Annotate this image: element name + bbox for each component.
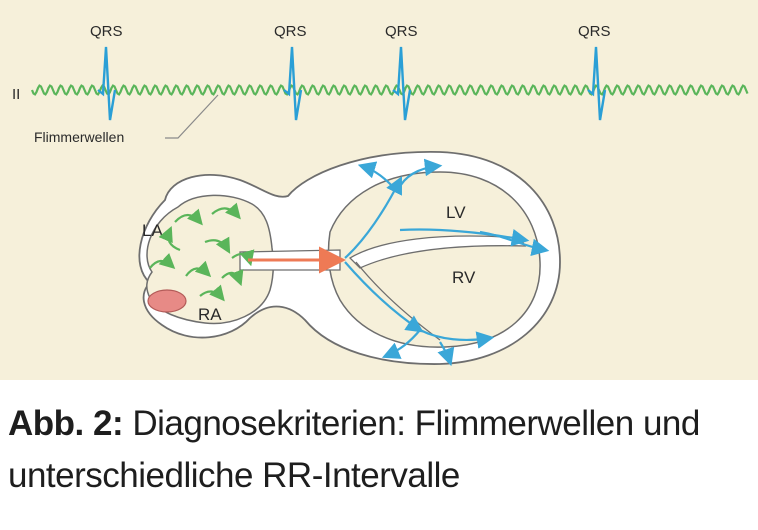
caption-text: Diagnosekriterien: Flimmerwellen und unt…: [8, 404, 700, 495]
ventricle-chamber: [327, 171, 541, 348]
label-left-ventricle: LV: [446, 203, 466, 222]
label-right-ventricle: RV: [452, 268, 476, 287]
qrs-complex-3: [392, 46, 412, 121]
qrs-complexes: [97, 46, 607, 121]
septum-lower: [355, 261, 441, 341]
conduction-system: [344, 158, 550, 367]
fibrillation-pointer-line: [165, 94, 219, 139]
ecg-strip: II QRS QRS QRS QRS Flimmerwellen: [12, 23, 749, 145]
qrs-complex-4: [587, 46, 607, 121]
label-left-atrium: LA: [142, 221, 163, 240]
qrs-complex-1: [97, 46, 117, 121]
qrs-complex-2: [283, 46, 303, 121]
label-right-atrium: RA: [198, 305, 222, 324]
caption-label: Abb. 2:: [8, 404, 124, 443]
qrs-label-2: QRS: [274, 23, 307, 40]
fibrillation-label: Flimmerwellen: [34, 129, 124, 145]
ecg-lead-label: II: [12, 86, 20, 103]
qrs-label-1: QRS: [90, 23, 123, 40]
fibrillation-waves: [30, 84, 749, 96]
figure: II QRS QRS QRS QRS Flimmerwellen LA RA L…: [0, 0, 758, 380]
heart-schematic: LA RA LV RV: [138, 151, 561, 367]
ecg-heart-diagram: II QRS QRS QRS QRS Flimmerwellen LA RA L…: [12, 23, 749, 367]
qrs-label-3: QRS: [385, 23, 418, 40]
atrial-fibrillation-arrows: [149, 202, 255, 302]
figure-caption: Abb. 2: Diagnosekriterien: Flimmerwellen…: [8, 398, 748, 502]
sinus-node: [147, 289, 187, 313]
atrium-chamber: [146, 194, 275, 325]
qrs-label-4: QRS: [578, 23, 611, 40]
